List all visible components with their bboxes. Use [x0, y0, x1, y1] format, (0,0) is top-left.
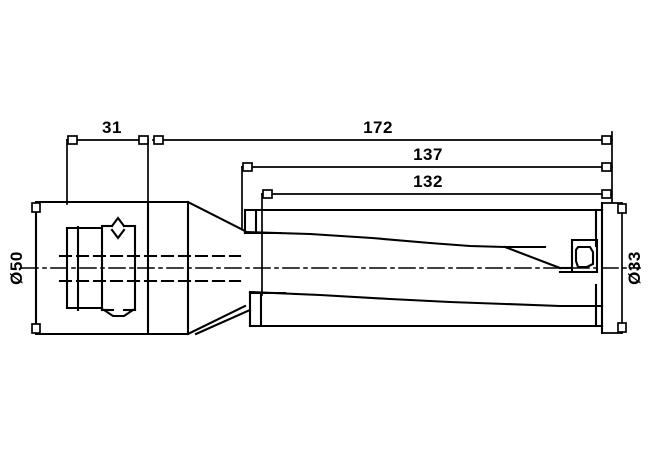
- dim-tick-137-left: [242, 162, 253, 172]
- dim-label-shank-diameter: Ø50: [7, 251, 26, 285]
- dim-tick-d50-bottom: [31, 323, 41, 334]
- dim-tick-d33-bottom: [617, 322, 627, 333]
- dim-tick-132-right: [601, 189, 612, 199]
- dimension-text-group: 31 172 137 132 Ø50 Ø33: [7, 118, 644, 285]
- dim-label-overall-length: 172: [363, 118, 393, 137]
- internal-bore-hidden-lines: [58, 254, 242, 283]
- dim-label-drill-diameter: Ø33: [625, 251, 644, 285]
- shank-bore-detail: [65, 216, 137, 318]
- dimension-lines-group: [31, 131, 627, 335]
- dim-tick-31-left: [67, 135, 78, 145]
- dim-tick-137-right: [601, 162, 612, 172]
- dim-tick-d33-top: [617, 203, 627, 214]
- dim-label-body-length-132: 132: [413, 172, 443, 191]
- dim-label-body-length-137: 137: [413, 145, 443, 164]
- dim-tick-d50-top: [31, 202, 41, 213]
- taper-transition: [186, 200, 252, 336]
- drill-body-outline: [243, 208, 604, 328]
- dim-tick-172-right: [601, 135, 612, 145]
- dim-tick-172-left: [153, 135, 164, 145]
- dim-tick-31-right: [138, 135, 149, 145]
- dim-tick-132-left: [262, 189, 273, 199]
- part-outline-group: [21, 200, 641, 336]
- dim-label-shank-length: 31: [102, 118, 122, 137]
- indexable-insert-pocket: [558, 238, 599, 274]
